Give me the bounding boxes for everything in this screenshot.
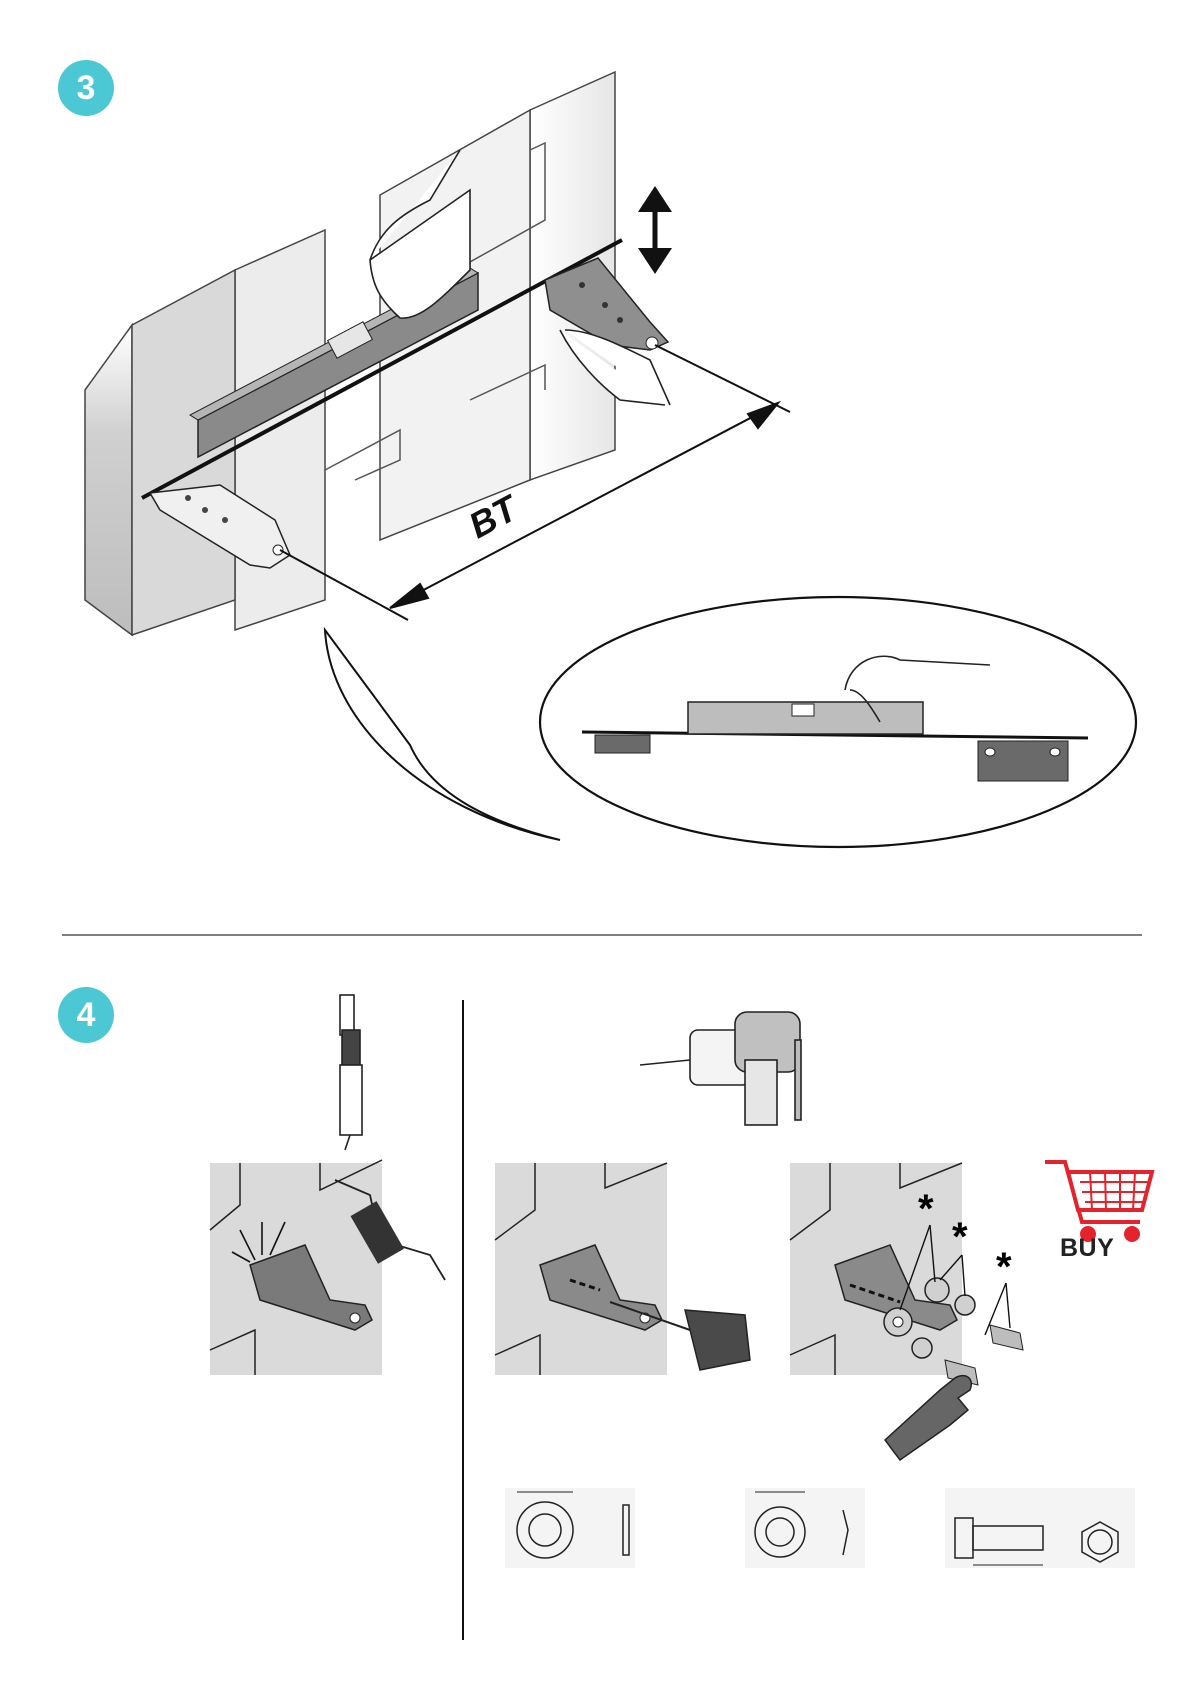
step-3-scene [85, 72, 1136, 847]
spring-washer-drawing [745, 1488, 865, 1568]
buy-label[interactable]: BUY [1060, 1234, 1114, 1263]
asterisk-1: * [918, 1187, 934, 1231]
shopping-cart-icon [1045, 1162, 1152, 1240]
step-4-scene: * * * [210, 995, 1152, 1640]
asterisk-3: * [996, 1245, 1012, 1289]
vertical-adjust-arrow-icon [638, 186, 672, 274]
welding-scene [210, 1160, 445, 1375]
gate-frame [235, 72, 615, 630]
washer-4 [912, 1338, 932, 1358]
asterisk-2: * [952, 1215, 968, 1259]
bolting-scene [790, 1163, 1023, 1460]
welding-electrode-icon [340, 995, 362, 1150]
drilling-scene [495, 1163, 750, 1375]
washer-3 [955, 1295, 975, 1315]
flat-washer-drawing [505, 1488, 635, 1568]
zoom-callout [325, 597, 1136, 847]
washer-2 [925, 1278, 949, 1302]
bolt-2-icon [990, 1325, 1023, 1350]
left-pillar [85, 270, 235, 635]
hex-bolt-drawing [945, 1488, 1135, 1568]
drill-icon [640, 1012, 801, 1125]
wrench-icon [885, 1376, 971, 1460]
